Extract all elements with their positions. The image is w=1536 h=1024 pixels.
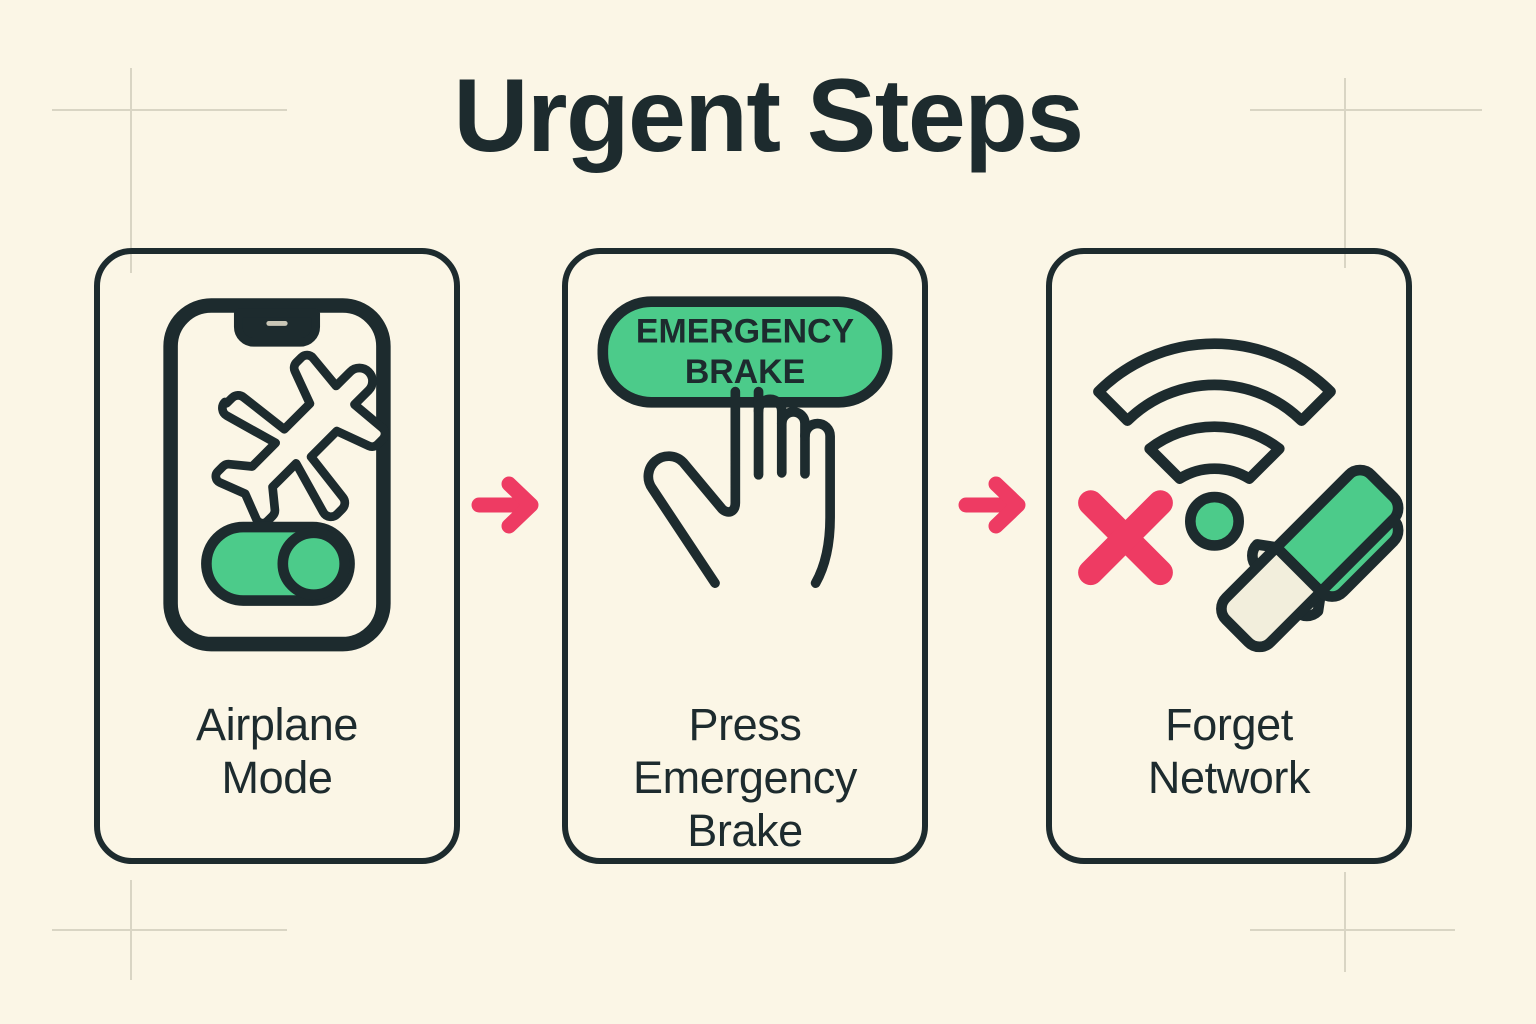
eraser-cream-front: [1216, 542, 1327, 653]
grid-guide-line: [1344, 872, 1346, 972]
grid-guide-line: [130, 68, 132, 273]
smartphone-icon: [163, 298, 391, 652]
label-line: Network: [1147, 752, 1311, 804]
page-title: Urgent Steps: [453, 58, 1084, 174]
grid-guide-line: [1250, 929, 1455, 931]
eraser-green-side: [1315, 513, 1404, 602]
wifi-icon: [1093, 338, 1336, 551]
label-line: Airplane: [196, 699, 358, 750]
eraser-icon: [1216, 464, 1404, 653]
phone-notch: [233, 308, 321, 347]
airplane-mode-illustration: [100, 254, 454, 684]
arrow-step-1-to-2-icon: [471, 472, 545, 538]
toggle-switch-on-icon: [201, 521, 355, 606]
label-line: Brake: [687, 805, 803, 857]
label-line: Emergency: [633, 752, 857, 804]
emergency-brake-button-label-line1: EMERGENCY: [636, 312, 855, 350]
arrow-step-2-to-3-icon: [958, 472, 1032, 538]
grid-guide-line: [1344, 78, 1346, 268]
grid-guide-line: [52, 109, 287, 111]
forget-network-illustration: [1052, 254, 1406, 684]
emergency-brake-button-icon: EMERGENCY BRAKE: [597, 296, 893, 408]
wifi-arc-inner: [1144, 421, 1285, 484]
label-line: Press: [688, 699, 802, 750]
cross-x-icon: [1078, 490, 1173, 586]
phone-speaker-slot: [266, 321, 288, 326]
press-emergency-brake-illustration: EMERGENCY BRAKE: [568, 254, 922, 684]
label-line: Mode: [221, 752, 333, 804]
emergency-brake-button-label-line2: BRAKE: [685, 353, 805, 391]
wifi-dot: [1184, 491, 1244, 551]
pressing-hand-icon: [643, 386, 835, 588]
airplane-icon: [211, 350, 390, 528]
grid-guide-line: [52, 929, 287, 931]
wifi-arc-outer: [1093, 338, 1336, 426]
grid-guide-line: [1250, 109, 1482, 111]
label-line: Forget: [1165, 699, 1293, 750]
